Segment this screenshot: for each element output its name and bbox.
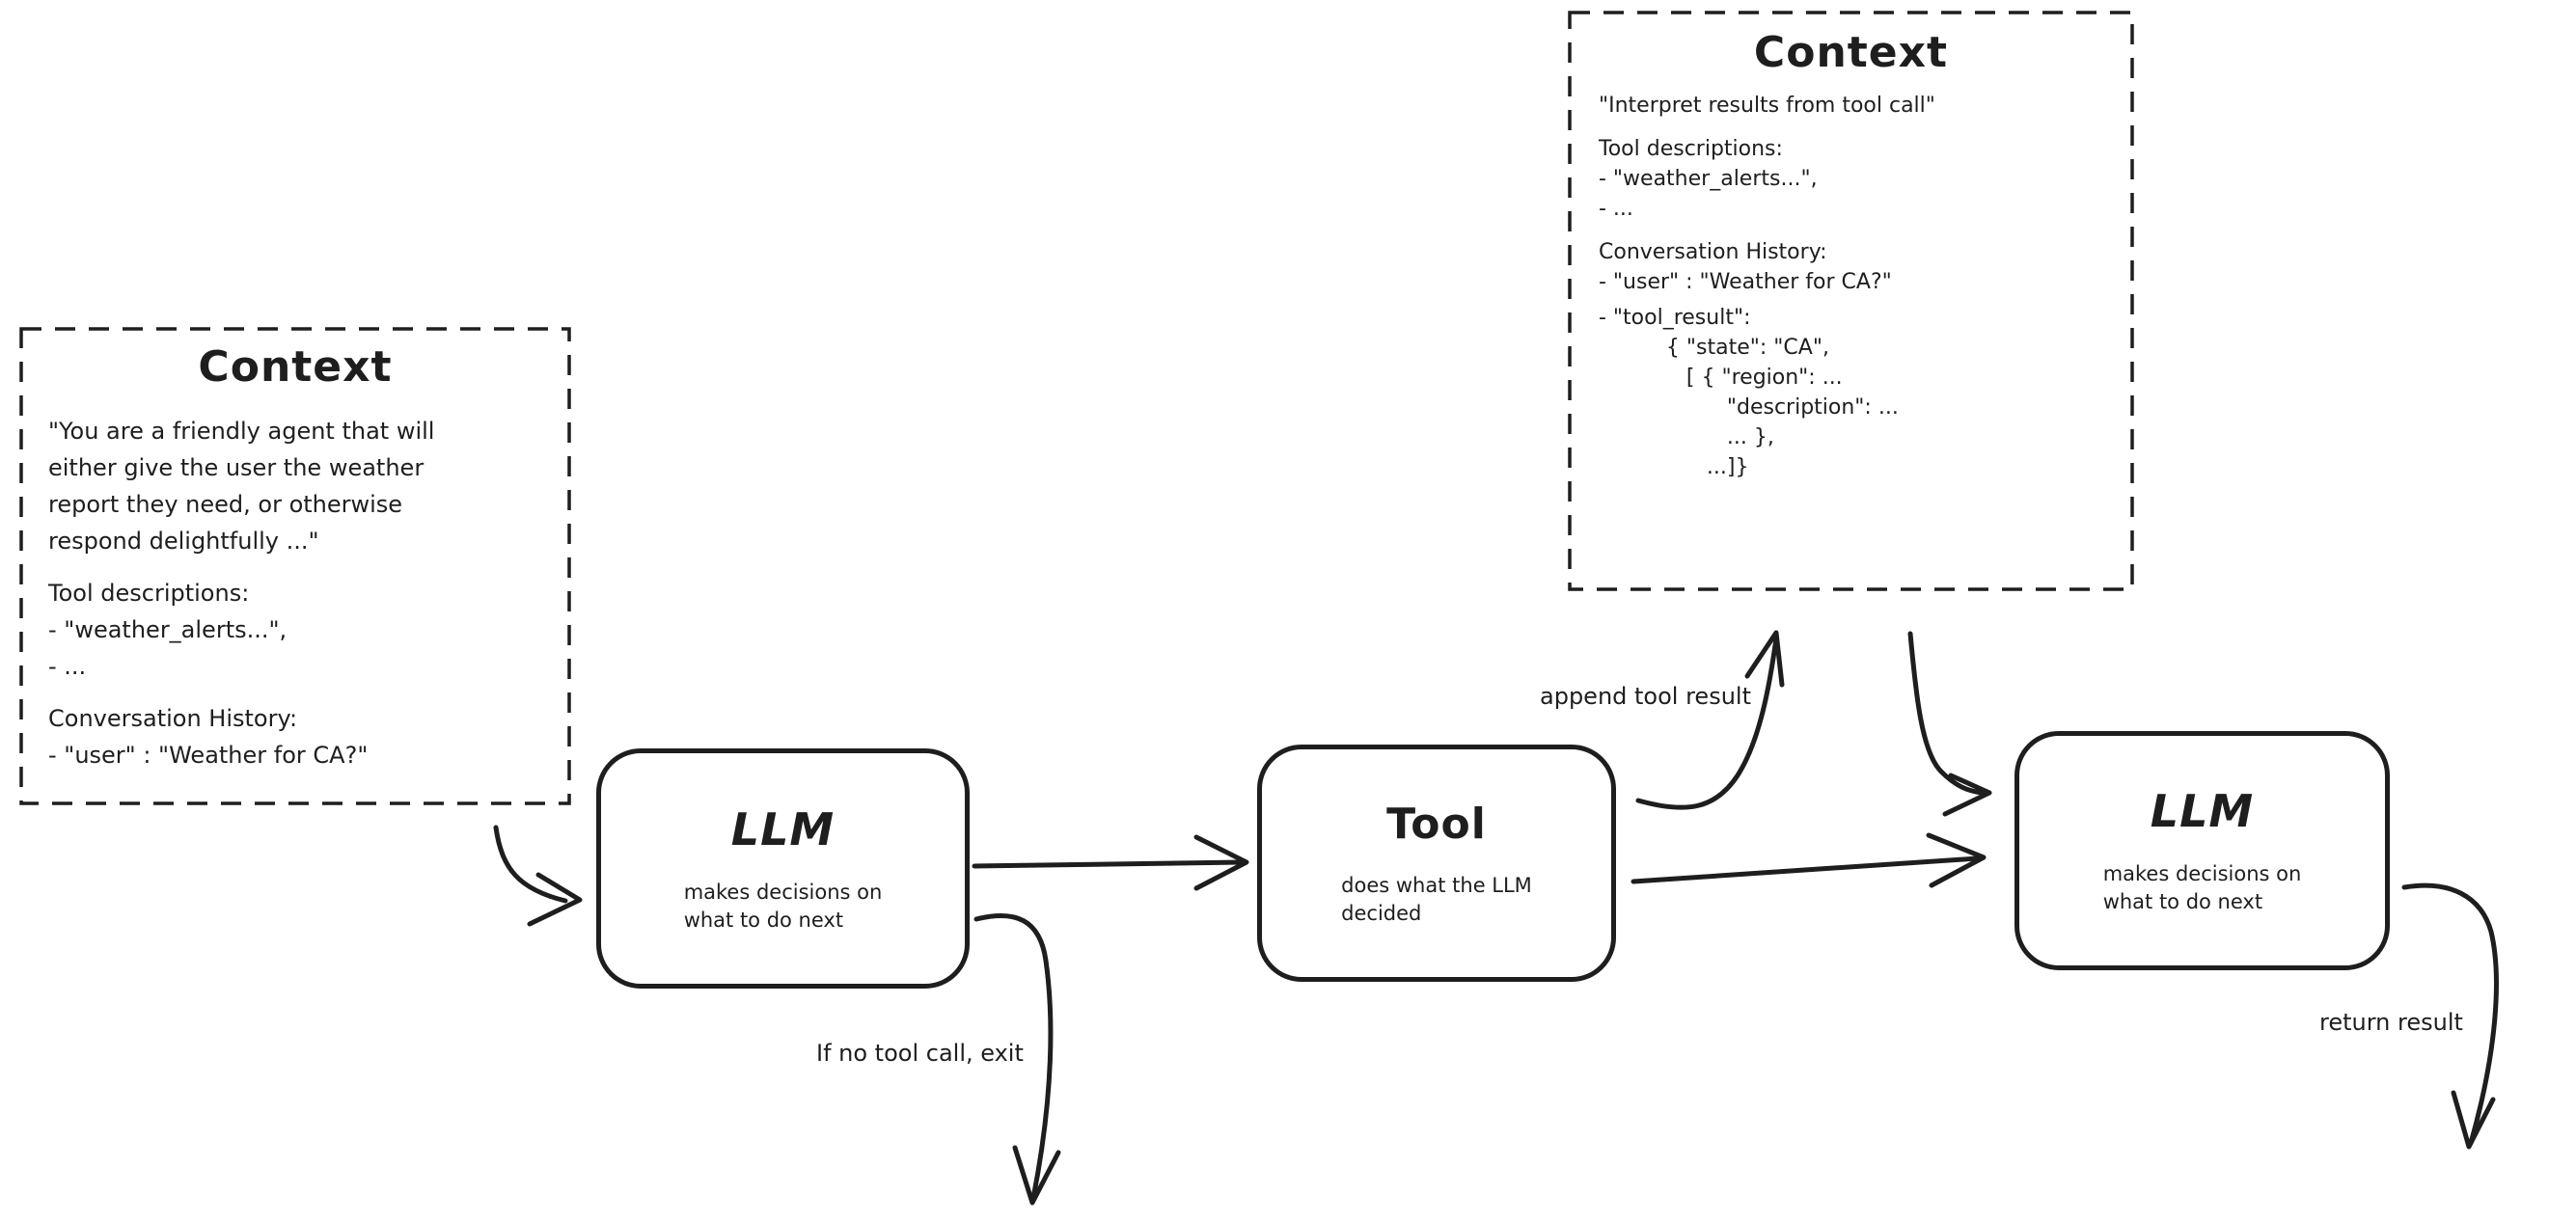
context-left-border [19,327,571,805]
arrow-context-top-to-llm2 [1907,631,1992,817]
context-left-title: Context [198,342,393,392]
tool-subtitle: does what the LLM decided [1341,873,1532,925]
llm2-title: LLM [2150,785,2255,837]
context-top-border [1568,11,2134,591]
arrow-llm1-to-tool [972,834,1249,891]
context-left-tool-descriptions: Tool descriptions: - "weather_alerts..."… [48,580,288,680]
if-no-tool-call-exit-label: If no tool call, exit [816,1040,1024,1067]
arrow-tool-to-context-top [1635,630,1785,810]
context-top-title: Context [1753,28,1949,77]
llm1-node: LLM makes decisions on what to do next [596,748,970,989]
context-left-system-prompt: "You are a friendly agent that will eith… [48,418,435,555]
llm1-subtitle: makes decisions on what to do next [683,880,883,932]
llm1-title: LLM [730,802,836,855]
context-left-box: Context "You are a friendly agent that w… [21,329,569,803]
tool-node: Tool does what the LLM decided [1257,745,1616,982]
arrow-llm1-exit [973,913,1061,1206]
arrow-tool-to-llm2 [1631,832,1987,888]
arrow-llm2-return [2401,882,2499,1150]
arrow-context-left-to-llm1 [493,825,583,927]
context-top-conversation-history: Conversation History: - "user" : "Weathe… [1599,240,1892,294]
append-tool-result-label: append tool result [1540,683,1751,710]
context-top-tool-descriptions: Tool descriptions: - "weather_alerts..."… [1599,137,1818,221]
tool-title: Tool [1386,799,1487,849]
llm2-node: LLM makes decisions on what to do next [2014,731,2390,970]
context-top-tool-result: - "tool_result": { "state": "CA", [ { "r… [1599,306,1899,479]
context-top-system-prompt: "Interpret results from tool call" [1599,94,1935,118]
llm2-subtitle: makes decisions on what to do next [2102,862,2302,913]
context-top-box: Context "Interpret results from tool cal… [1570,13,2132,589]
context-left-conversation-history: Conversation History: - "user" : "Weathe… [48,705,369,769]
return-result-label: return result [2319,1009,2463,1036]
